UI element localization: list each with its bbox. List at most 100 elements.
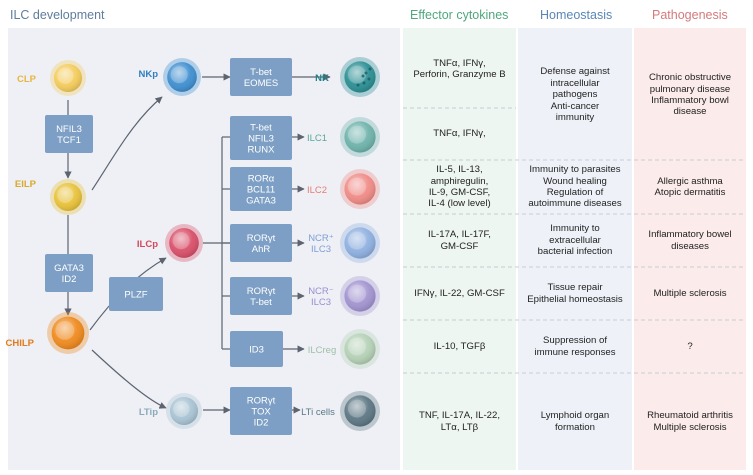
cell-eilp: EILP	[15, 179, 86, 215]
effector-cell: TNFα, IFNγ,	[433, 128, 486, 140]
svg-text:ILC3: ILC3	[311, 244, 331, 255]
cell-ilcp: ILCp	[137, 224, 203, 262]
cell-label: LTip	[139, 407, 158, 418]
factor-line: TCF1	[57, 135, 81, 146]
factor-line: NFIL3	[56, 124, 82, 135]
factor-line: RORγt	[247, 286, 276, 297]
factor-line: T-bet	[250, 67, 272, 78]
factor-line: AhR	[252, 244, 271, 255]
factor-line: NFIL3	[248, 134, 274, 145]
svg-text:NKp: NKp	[138, 69, 158, 80]
svg-text:ILC2: ILC2	[307, 185, 327, 196]
factor-line: ID2	[62, 274, 77, 285]
cell-label: NCR⁻ILC3	[308, 286, 334, 308]
cell-label: NCR⁺ILC3	[308, 233, 334, 255]
factor-line: TOX	[251, 407, 271, 418]
factor-line: RORγt	[247, 396, 276, 407]
ilc-development-title: ILC development	[10, 8, 105, 22]
factor-line: GATA3	[54, 263, 84, 274]
effector-cell: TNFα, IFNγ,Perforin, Granzyme B	[413, 57, 506, 80]
cell-label: ILCreg	[308, 345, 337, 356]
factor-line: T-bet	[250, 123, 272, 134]
factor-line: GATA3	[246, 196, 276, 207]
factor-line: BCL11	[247, 185, 275, 196]
effector-cytokines-header: Effector cytokines	[410, 8, 509, 22]
effector-cell: IL-17A, IL-17F,GM-CSF	[428, 229, 491, 252]
effector-column	[403, 28, 516, 470]
cell-label: ILC1	[307, 133, 327, 144]
cell-label: CLP	[17, 74, 37, 85]
factor-box-id3: ID3	[230, 331, 283, 367]
cell-label: ILCp	[137, 239, 158, 250]
factor-line: T-bet	[250, 297, 272, 308]
svg-text:NCR⁻: NCR⁻	[308, 286, 334, 297]
factor-line: ID2	[254, 418, 269, 429]
effector-cell: TNF, IL-17A, IL-22,LTα, LTβ	[418, 410, 501, 433]
factor-box-plzf: PLZF	[109, 277, 163, 311]
effector-cell: IL-5, IL-13,amphiregulin,IL-9, GM-CSF,IL…	[428, 164, 491, 210]
factor-line: ID3	[249, 345, 264, 356]
svg-text:CLP: CLP	[17, 74, 37, 85]
cell-label: ILC2	[307, 185, 327, 196]
cell-chilp: CHILP	[6, 312, 89, 354]
cell-lti-cells: LTi cells	[301, 391, 380, 431]
svg-text:LTi cells: LTi cells	[301, 407, 335, 418]
effector-cell: IFNγ, IL-22, GM-CSF	[414, 287, 505, 299]
pathogenesis-column	[634, 28, 746, 470]
pathogenesis-header: Pathogenesis	[652, 8, 728, 22]
cell-label: CHILP	[6, 338, 35, 349]
cell-ncr-ilc3: NCR⁺ILC3	[308, 223, 380, 263]
cell-clp: CLP	[17, 60, 86, 96]
factor-line: RORα	[248, 174, 275, 185]
svg-text:EILP: EILP	[15, 179, 37, 190]
cell-ilc2: ILC2	[307, 169, 380, 209]
homeostasis-column	[518, 28, 632, 470]
homeostasis-header: Homeostasis	[540, 8, 613, 22]
factor-line: RORγt	[247, 233, 276, 244]
pathogenesis-cell: Multiple sclerosis	[653, 287, 727, 299]
svg-text:ILC3: ILC3	[311, 297, 331, 308]
cell-ltip: LTip	[139, 393, 202, 429]
cell-nk: NK	[315, 57, 380, 97]
arrow-eilp-nkp	[91, 96, 163, 191]
svg-text:LTip: LTip	[139, 407, 158, 418]
development-panel	[8, 28, 400, 470]
cell-ncr-ilc3: NCR⁻ILC3	[308, 276, 380, 316]
svg-text:CHILP: CHILP	[6, 338, 35, 349]
effector-cell: IL-10, TGFβ	[433, 340, 486, 352]
factor-line: RUNX	[248, 145, 276, 156]
factor-line: EOMES	[244, 78, 278, 89]
arrow-chilp-ltip	[91, 349, 167, 409]
svg-text:ILCreg: ILCreg	[308, 345, 337, 356]
factor-line: PLZF	[124, 290, 147, 301]
svg-text:ILCp: ILCp	[137, 239, 158, 250]
svg-text:NCR⁺: NCR⁺	[308, 233, 334, 244]
cell-label: NK	[315, 73, 329, 84]
cell-label: NKp	[138, 69, 158, 80]
cell-ilc1: ILC1	[307, 117, 380, 157]
cell-label: LTi cells	[301, 407, 335, 418]
svg-text:ILC1: ILC1	[307, 133, 327, 144]
cell-label: EILP	[15, 179, 37, 190]
svg-text:NK: NK	[315, 73, 329, 84]
